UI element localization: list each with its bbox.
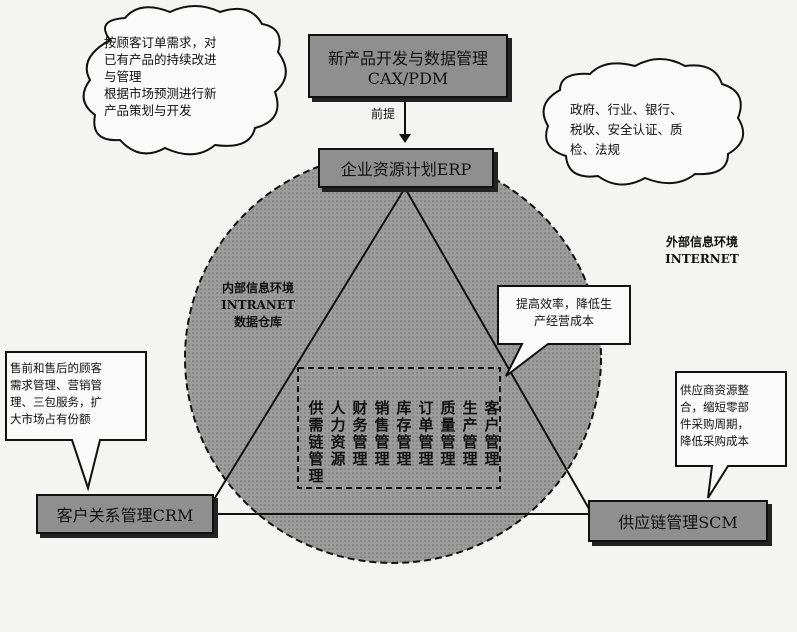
callout-mid-text: 提高效率，降低生 产经营成本 [515,297,612,328]
scm-label: 供应链管理SCM [618,513,738,532]
external-env-label: 外部信息环境 INTERNET [665,235,739,266]
premise-label: 前提 [370,107,395,121]
cax-pdm-title: 新产品开发与数据管理 [327,48,488,68]
module-order: 订单管理 [418,399,434,468]
internal-env-label: 内部信息环境 INTRANET 数据仓库 [221,281,295,329]
module-production: 生产管理 [462,399,478,468]
modules-frame [297,367,501,489]
callout-left-text: 售前和售后的顾客 需求管理、营销管 理、三包服务，扩 大市场占有份额 [10,361,102,426]
cloud-right-text: 政府、行业、银行、 税收、安全认证、质 检、法规 [570,102,683,157]
erp-label: 企业资源计划ERP [340,160,472,179]
callout-right-text: 供应商资源整 合，缩短零部 件采购周期， 降低采购成本 [680,383,749,448]
module-inventory: 库存管理 [396,399,412,468]
module-finance: 财务管理 [352,399,368,468]
crm-label: 客户关系管理CRM [56,506,194,525]
cloud-right-shape [542,58,745,186]
erp-box: 企业资源计划ERP [318,148,494,188]
module-supply-chain: 供需链管理 [308,399,324,485]
module-hr: 人力资源 [330,399,346,468]
cax-pdm-box: 新产品开发与数据管理 CAX/PDM [308,34,508,98]
crm-box: 客户关系管理CRM [36,494,214,534]
cloud-left-text: 按顾客订单需求，对 已有产品的持续改进 与管理 根据市场预测进行新 产品策划与开… [104,35,217,118]
erp-triangle [203,186,594,515]
module-customer: 客户管理 [484,399,500,468]
module-quality: 质量管理 [440,399,456,468]
scm-box: 供应链管理SCM [588,500,768,542]
cax-pdm-subtitle: CAX/PDM [367,68,449,88]
internal-ellipse [184,152,602,564]
callout-left-shape [5,351,147,492]
cloud-left-shape [82,5,287,156]
callout-mid-shape [497,285,631,377]
module-sales: 销售管理 [374,399,390,468]
callout-right-shape [675,371,787,499]
